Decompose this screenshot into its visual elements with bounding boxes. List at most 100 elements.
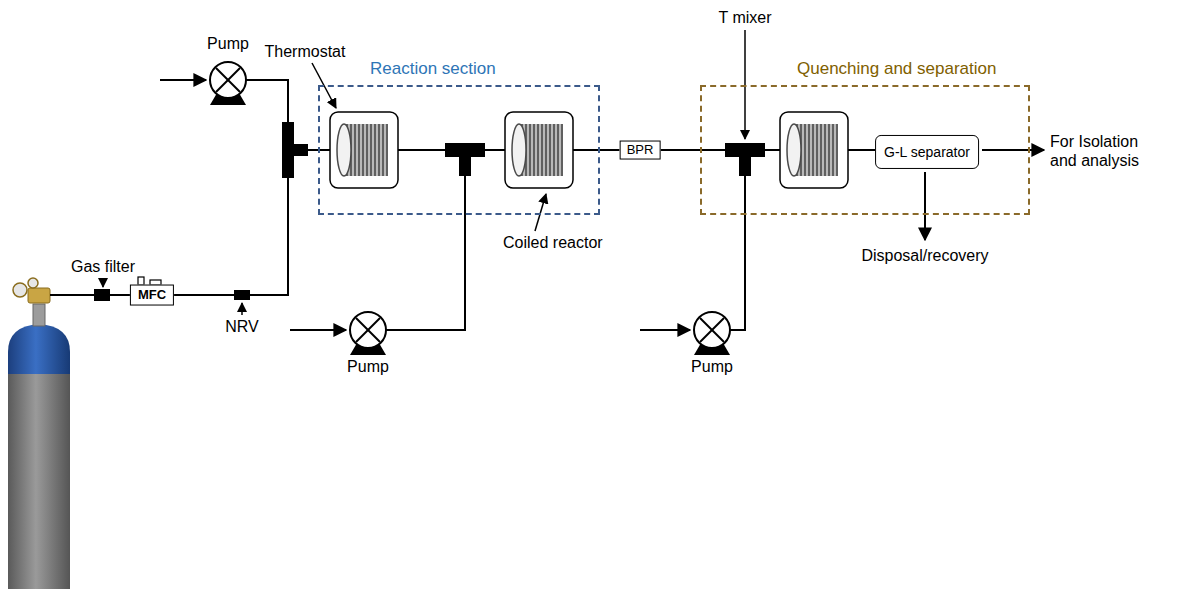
pump-feed-lines: [290, 329, 346, 331]
coil-winding: [824, 124, 826, 176]
coil-winding: [529, 124, 531, 176]
coil-winding: [354, 124, 356, 176]
t-junction: [445, 143, 485, 157]
coil-winding: [557, 124, 559, 176]
mass-flow-controller: MFC: [130, 285, 174, 306]
pump-label: Pump: [207, 34, 249, 53]
gas-liquid-separator: G-L separator: [875, 135, 979, 169]
gas-filter-label: Gas filter: [71, 257, 135, 276]
pump-symbol: [700, 318, 724, 342]
coil-winding: [836, 124, 838, 176]
coiled-reactor-label: Coiled reactor: [503, 233, 603, 252]
thermostat-housing: [780, 112, 848, 188]
leader-arrows: [312, 30, 745, 231]
pump-symbol: [350, 312, 386, 355]
coil-reactor: [780, 112, 848, 188]
pump-symbol: [350, 312, 386, 348]
pump-symbol: [356, 318, 380, 342]
coil-winding: [832, 124, 834, 176]
coil-winding: [549, 124, 551, 176]
pump-feed-lines: [160, 80, 745, 330]
t-junction: [282, 122, 308, 178]
gas-cylinder: [28, 288, 50, 303]
coil-winding: [545, 124, 547, 176]
coil-winding: [553, 124, 555, 176]
coil-opening: [512, 124, 526, 176]
disposal-label: Disposal/recovery: [861, 246, 988, 265]
pump-symbol: [694, 312, 730, 348]
t-junction: [282, 122, 294, 178]
pump-symbol: [694, 312, 730, 355]
pump-symbol: [210, 62, 246, 105]
coil-winding: [382, 124, 384, 176]
coil-reactor: [330, 112, 398, 188]
t-junction: [445, 143, 485, 176]
gas-cylinder: [8, 278, 70, 589]
box-label: BPR: [627, 143, 654, 158]
pump-feed-lines: [160, 79, 206, 81]
section-heading: Reaction section: [370, 59, 496, 79]
t-mixer: [725, 143, 765, 176]
nrv-label: NRV: [225, 317, 259, 336]
pump-feed-lines: [730, 174, 745, 330]
outlet-label: For Isolation and analysis: [1050, 132, 1162, 170]
gas-filter: [94, 289, 110, 301]
gas-cylinder: [33, 304, 45, 326]
coil-winding: [820, 124, 822, 176]
t-mixer: [725, 143, 765, 157]
reaction-section: Reaction section: [318, 85, 600, 215]
thermostat-label: Thermostat: [265, 42, 346, 61]
coil-winding: [828, 124, 830, 176]
thermostat-housing: [505, 112, 573, 188]
pump-label: Pump: [347, 357, 389, 376]
box-label: MFC: [138, 288, 166, 303]
pump-symbol: [700, 318, 724, 342]
coil-winding: [541, 124, 543, 176]
coil-winding: [808, 124, 810, 176]
pipe-connector: [600, 149, 620, 151]
gas-cylinder: [8, 350, 70, 589]
coil-winding: [561, 124, 563, 176]
coil-opening: [787, 124, 801, 176]
coil-winding: [816, 124, 818, 176]
quenching-section: Quenching and separationG-L separator: [700, 85, 1030, 215]
pump-feed-lines: [246, 80, 288, 124]
gas-cylinder: [28, 278, 38, 288]
pump-label: Pump: [691, 357, 733, 376]
non-return-valve: [234, 290, 250, 300]
thermostat-housing: [330, 112, 398, 188]
pump-feed-lines: [386, 174, 465, 330]
gas-line: [50, 294, 130, 296]
pump-symbol: [210, 62, 246, 98]
pump-symbol: [216, 68, 240, 92]
pump-feed-lines: [640, 329, 690, 331]
coil-winding: [374, 124, 376, 176]
coil-opening: [337, 124, 351, 176]
t-junction: [459, 156, 471, 176]
reactor-pipes: [573, 149, 600, 151]
leader-arrow: [102, 279, 104, 287]
t-mixer-label: T mixer: [718, 8, 771, 27]
pump-symbol: [356, 318, 380, 342]
t-mixer: [739, 156, 751, 176]
coil-winding: [533, 124, 535, 176]
gas-cylinder: [8, 324, 70, 374]
coil-winding: [386, 124, 388, 176]
pipe-connector: [174, 150, 318, 295]
coil-winding: [812, 124, 814, 176]
coil-winding: [804, 124, 806, 176]
box-label: G-L separator: [884, 144, 970, 160]
gas-cylinder: [13, 283, 27, 297]
gas-line: [50, 294, 130, 296]
coil-winding: [370, 124, 372, 176]
outlet-arrows: [924, 172, 926, 240]
leader-arrow: [241, 303, 243, 315]
leader-arrows: [535, 194, 546, 231]
back-pressure-regulator: BPR: [620, 141, 661, 160]
coil-winding: [366, 124, 368, 176]
pump-symbol: [216, 68, 240, 92]
coiled-reactors: [330, 112, 848, 188]
